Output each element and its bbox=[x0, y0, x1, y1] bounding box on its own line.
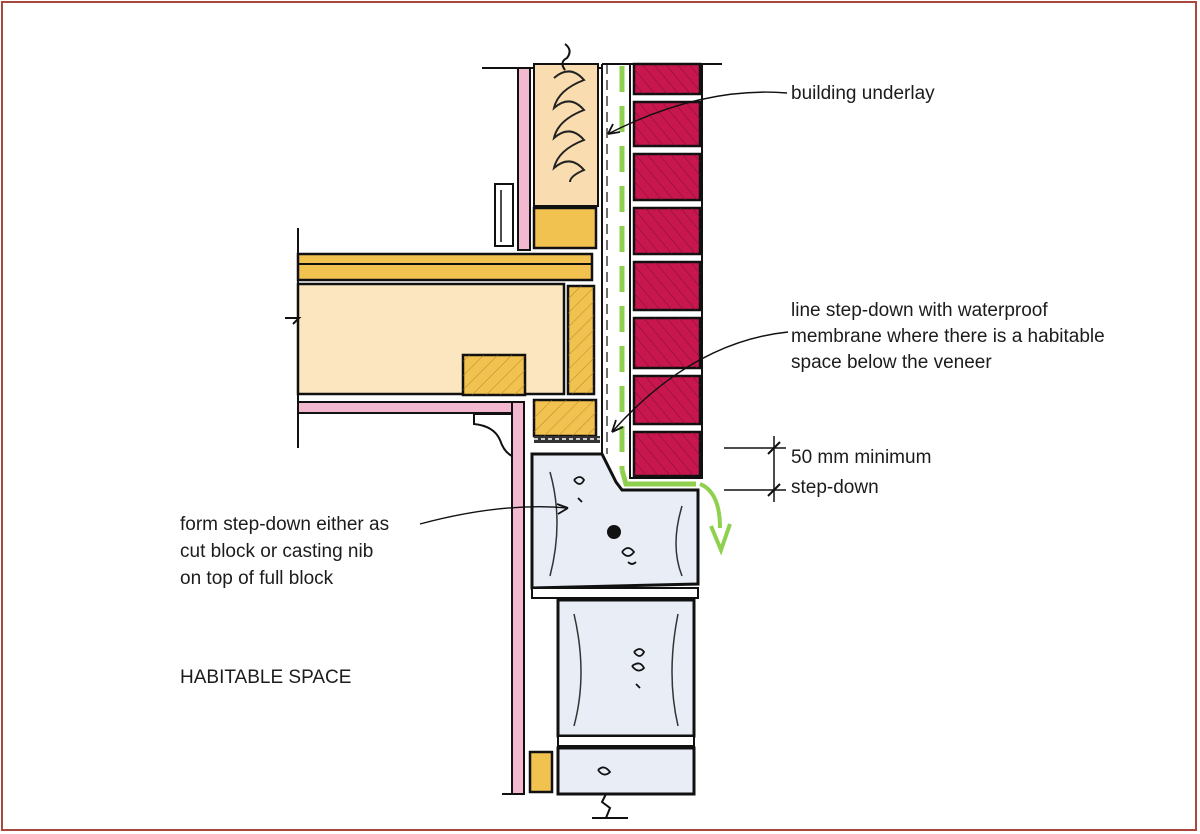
cornice bbox=[473, 413, 513, 458]
skirting bbox=[494, 183, 514, 247]
bottom-plate bbox=[532, 206, 598, 250]
upper-lining bbox=[517, 67, 531, 251]
line-step-down-label: line step-down with waterproof membrane … bbox=[791, 298, 1105, 376]
down-arrow-icon bbox=[699, 482, 722, 529]
floor-assembly bbox=[285, 228, 600, 458]
dimension-label: 50 mm minimum step-down bbox=[791, 443, 931, 503]
lower-lining bbox=[511, 401, 525, 795]
label-line: line step-down with waterproof bbox=[791, 300, 1048, 321]
brick-veneer bbox=[602, 62, 722, 479]
leader-lines bbox=[419, 91, 789, 525]
concrete-block-bottom bbox=[556, 746, 696, 796]
insulation-batts bbox=[552, 70, 586, 183]
form-step-down-label: form step-down either as cut block or ca… bbox=[180, 511, 389, 592]
step-down-dimension bbox=[724, 436, 786, 502]
label-line: space below the veneer bbox=[791, 352, 992, 373]
lower-plate bbox=[528, 750, 554, 794]
building-underlay-label: building underlay bbox=[791, 83, 935, 104]
concrete-block-middle bbox=[556, 598, 696, 738]
label-line: 50 mm minimum bbox=[791, 447, 932, 468]
wall-section-drawing bbox=[285, 43, 789, 819]
habitable-space-label: HABITABLE SPACE bbox=[180, 667, 352, 688]
concrete-block-wall bbox=[530, 452, 700, 819]
label-line: form step-down either as bbox=[180, 514, 390, 535]
insulation bbox=[533, 63, 599, 207]
waterproof-membrane bbox=[619, 66, 732, 556]
label-line: step-down bbox=[791, 477, 879, 498]
label-line: cut block or casting nib bbox=[180, 541, 374, 562]
flooring bbox=[296, 252, 594, 282]
damp-proof-course bbox=[534, 436, 600, 443]
label-line: on top of full block bbox=[180, 568, 334, 589]
label-line: membrane where there is a habitable bbox=[791, 326, 1105, 347]
upper-wall-framing bbox=[482, 43, 608, 454]
ceiling-lining bbox=[297, 401, 519, 414]
